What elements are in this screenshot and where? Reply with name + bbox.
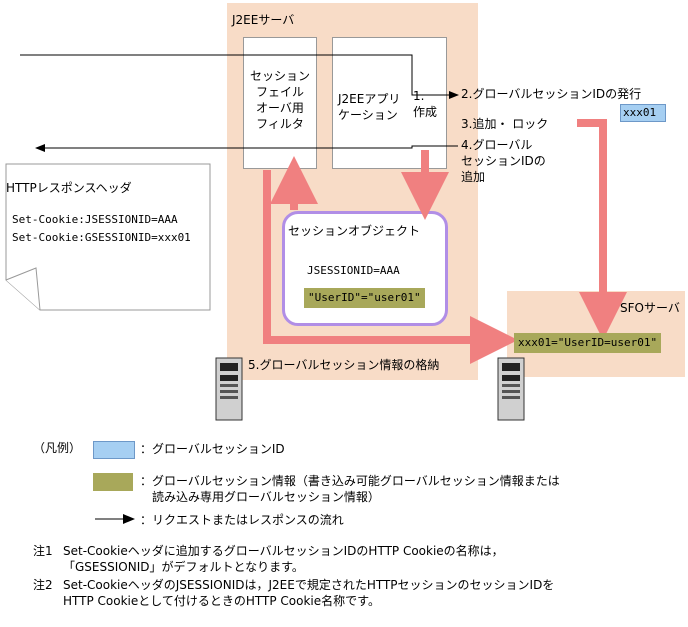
step3-label: 3.追加・ ロック bbox=[461, 117, 549, 131]
session-object-title: セッションオブジェクト bbox=[288, 224, 421, 238]
legend-global-id-label: ：グローバルセッションID bbox=[140, 442, 285, 456]
legend-flow-label: ：リクエストまたはレスポンスの流れ bbox=[140, 513, 344, 527]
session-failover-filter-box: セッション フェイル オーバ用 フィルタ bbox=[243, 37, 317, 169]
legend-title: （凡例） bbox=[33, 441, 82, 455]
lock-arrow bbox=[577, 119, 627, 340]
note2-tag: 注2 bbox=[33, 578, 53, 592]
step2-label: 2.グローバルセッションIDの発行 bbox=[461, 87, 642, 101]
j2ee-server-label: J2EEサーバ bbox=[232, 13, 295, 27]
j2ee-application-box: J2EEアプリ ケーション bbox=[332, 37, 447, 169]
server-icon bbox=[497, 357, 525, 421]
store-arrow bbox=[263, 170, 518, 364]
filter-label: セッション フェイル オーバ用 フィルタ bbox=[249, 69, 310, 131]
http-header-line2: Set-Cookie:GSESSIONID=xxx01 bbox=[12, 231, 191, 244]
request-arrow bbox=[20, 54, 459, 99]
session-jsessionid: JSESSIONID=AAA bbox=[307, 264, 400, 277]
step1-label: 1. 作成 bbox=[413, 89, 438, 119]
legend-global-id-swatch bbox=[93, 441, 135, 459]
application-label: J2EEアプリ ケーション bbox=[338, 92, 401, 122]
note1-tag: 注1 bbox=[33, 544, 53, 558]
http-header-title: HTTPレスポンスヘッダ bbox=[6, 181, 132, 195]
http-header-line1: Set-Cookie:JSESSIONID=AAA bbox=[12, 213, 178, 226]
server-icon bbox=[215, 357, 243, 421]
sfo-server-label: SFOサーバ bbox=[620, 301, 680, 315]
session-object: セッションオブジェクト JSESSIONID=AAA "UserID"="use… bbox=[282, 211, 448, 326]
legend-global-info-label: ：グローバルセッション情報（書き込み可能グローバルセッション情報または 読み込み… bbox=[140, 474, 560, 504]
sfo-stored-value: xxx01="UserID=user01" bbox=[514, 333, 662, 353]
session-global-info: "UserID"="user01" bbox=[304, 288, 425, 308]
note2-text: Set-CookieヘッダのJSESSIONIDは，J2EEで規定されたHTTP… bbox=[63, 578, 555, 608]
step5-label: 5.グローバルセッション情報の格納 bbox=[248, 358, 440, 372]
note1-text: Set-Cookieヘッダに追加するグローバルセッションIDのHTTP Cook… bbox=[63, 544, 504, 574]
response-arrow bbox=[35, 144, 458, 152]
step4-label: 4.グローバル セッションIDの 追加 bbox=[461, 138, 546, 184]
legend-global-info-swatch bbox=[93, 473, 133, 491]
legend-flow-arrow-icon bbox=[95, 514, 135, 524]
global-session-id-badge: xxx01 bbox=[620, 104, 666, 122]
